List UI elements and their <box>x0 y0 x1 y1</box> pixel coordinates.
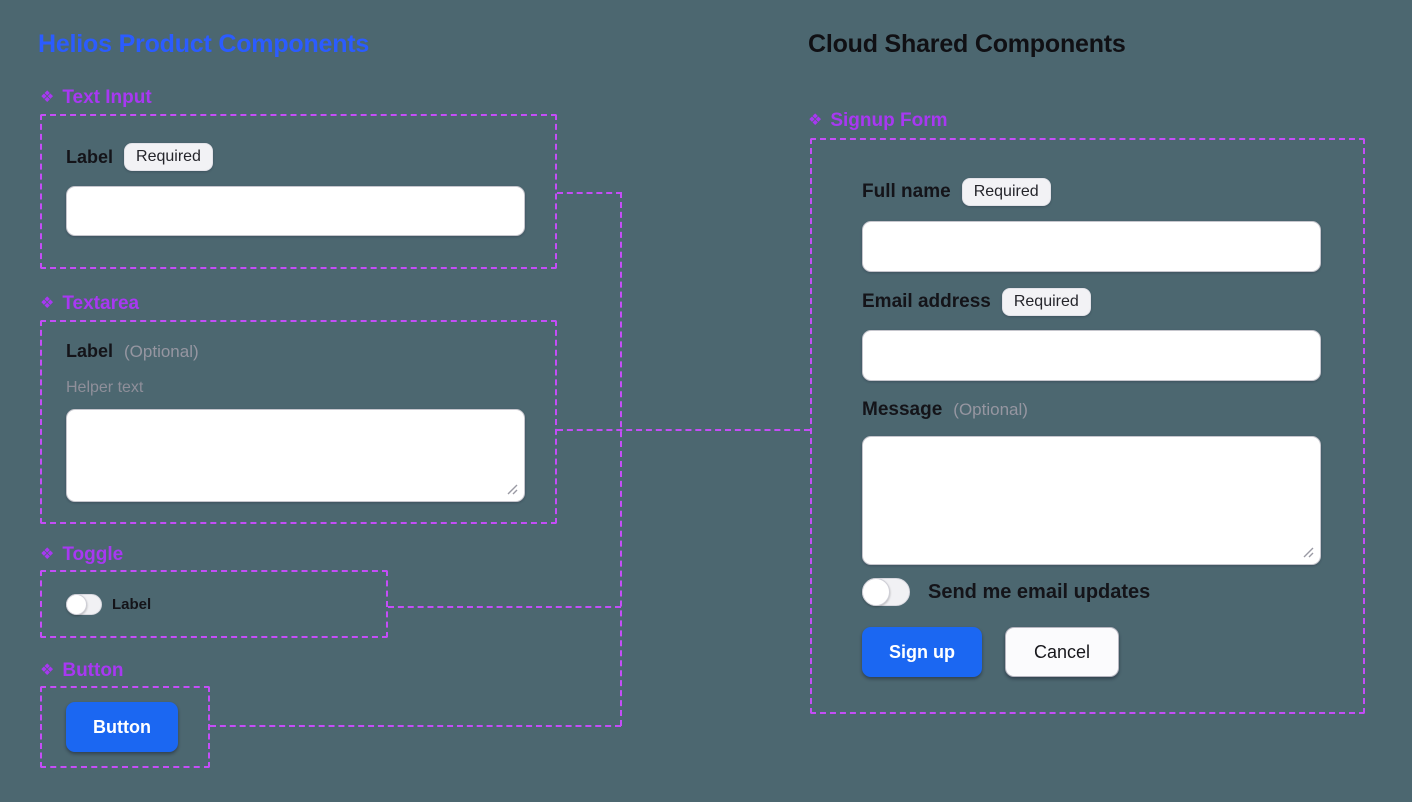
component-header-button: ❖ Button <box>40 660 124 682</box>
email-updates-toggle-row: Send me email updates <box>862 578 1150 606</box>
component-diamond-icon: ❖ <box>40 295 55 312</box>
component-frame-signup-form <box>810 138 1365 714</box>
wire-text-input <box>557 192 622 194</box>
email-label: Email address <box>862 291 991 312</box>
email-input[interactable] <box>862 330 1321 381</box>
email-updates-toggle-switch[interactable] <box>862 578 910 606</box>
component-header-textarea: ❖ Textarea <box>40 293 139 315</box>
component-frame-button <box>40 686 210 768</box>
component-header-signup-form: ❖ Signup Form <box>808 110 948 132</box>
wire-button <box>210 725 621 727</box>
toggle-knob <box>862 578 890 606</box>
full-name-label: Full name <box>862 181 951 202</box>
wire-toggle <box>388 606 621 608</box>
textarea-field[interactable] <box>66 409 525 502</box>
component-header-label: Textarea <box>62 293 140 314</box>
component-diamond-icon: ❖ <box>40 89 55 106</box>
toggle-row: Label <box>66 594 151 615</box>
component-diamond-icon: ❖ <box>40 546 55 563</box>
wire-trunk <box>620 192 622 726</box>
full-name-input[interactable] <box>862 221 1321 272</box>
textarea-label: Label <box>66 341 114 361</box>
sign-up-button[interactable]: Sign up <box>862 627 982 677</box>
component-diamond-icon: ❖ <box>40 662 55 679</box>
component-header-label: Toggle <box>62 544 124 565</box>
toggle-knob <box>66 594 87 615</box>
textarea-helper-text: Helper text <box>66 379 144 396</box>
cancel-button[interactable]: Cancel <box>1005 627 1119 677</box>
component-header-label: Signup Form <box>830 110 948 131</box>
message-label-row: Message (Optional) <box>862 399 1028 421</box>
message-label: Message <box>862 399 943 420</box>
component-diamond-icon: ❖ <box>808 112 823 129</box>
optional-tag: (Optional) <box>953 400 1028 419</box>
text-input-label: Label <box>66 146 114 167</box>
component-frame-textarea <box>40 320 557 524</box>
component-header-label: Button <box>62 660 124 681</box>
required-badge: Required <box>961 178 1051 206</box>
component-frame-toggle <box>40 570 388 638</box>
right-panel-title: Cloud Shared Components <box>808 30 1126 58</box>
wire-textarea <box>557 429 810 431</box>
text-input-label-row: Label Required <box>66 143 213 171</box>
component-header-text-input: ❖ Text Input <box>40 87 152 109</box>
required-badge: Required <box>1001 288 1091 316</box>
required-badge: Required <box>124 143 213 171</box>
message-textarea[interactable] <box>862 436 1321 565</box>
sample-button[interactable]: Button <box>66 702 178 752</box>
toggle-switch[interactable] <box>66 594 102 615</box>
text-input-field[interactable] <box>66 186 525 236</box>
email-label-row: Email address Required <box>862 288 1091 316</box>
email-updates-toggle-label: Send me email updates <box>928 580 1151 603</box>
textarea-label-row: Label (Optional) <box>66 341 199 362</box>
full-name-label-row: Full name Required <box>862 178 1051 206</box>
component-header-toggle: ❖ Toggle <box>40 544 123 566</box>
optional-tag: (Optional) <box>124 341 199 361</box>
toggle-label: Label <box>112 596 152 613</box>
component-frame-text-input <box>40 114 557 269</box>
left-panel-title: Helios Product Components <box>38 30 370 58</box>
component-header-label: Text Input <box>62 87 152 108</box>
